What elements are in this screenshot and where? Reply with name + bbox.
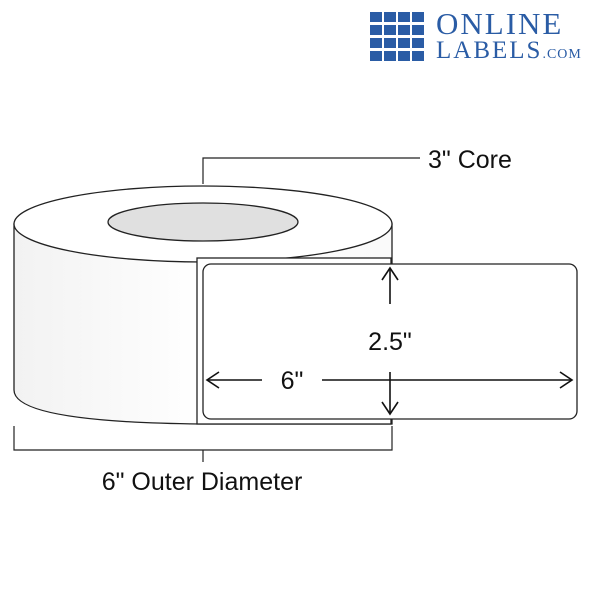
width-arrowhead-left xyxy=(205,371,220,389)
height-label: 2.5" xyxy=(368,328,412,356)
logo-word-labels: LABELS.COM xyxy=(436,38,582,68)
width-label: 6" xyxy=(281,367,304,395)
height-arrowhead-top xyxy=(381,266,399,281)
core-label: 3" Core xyxy=(428,146,512,174)
logo-word-online: ONLINE xyxy=(436,6,564,41)
grid-icon xyxy=(370,12,424,61)
onlinelabels-logo[interactable]: ONLINE LABELS.COM xyxy=(370,8,592,64)
logo-word-labels-text: LABELS xyxy=(436,37,543,64)
outer-diameter-bracket xyxy=(13,426,393,451)
width-arrowhead-right xyxy=(559,371,574,389)
logo-suffix: .COM xyxy=(542,47,582,62)
outer-diameter-label: 6" Outer Diameter xyxy=(102,468,303,496)
height-arrowhead-bottom xyxy=(381,401,399,416)
roll-core xyxy=(107,202,299,242)
core-leader-line xyxy=(202,157,420,184)
